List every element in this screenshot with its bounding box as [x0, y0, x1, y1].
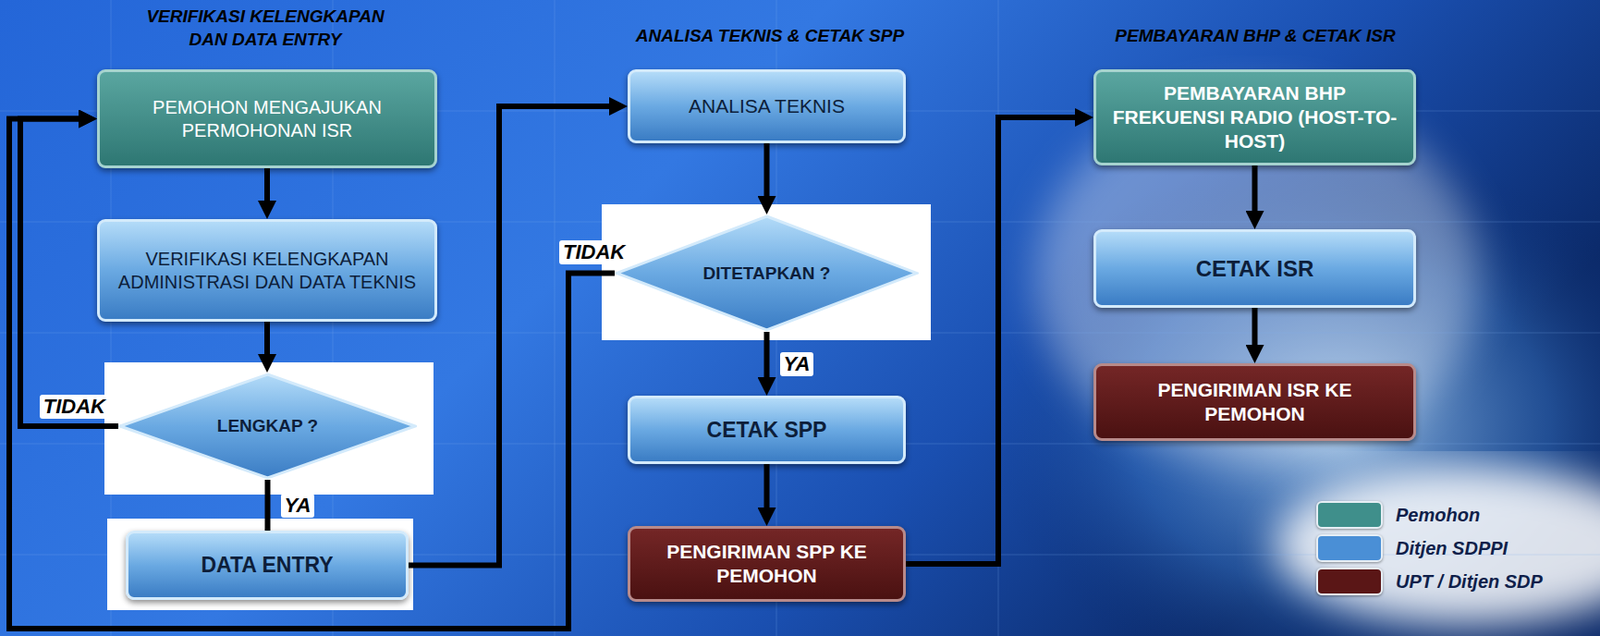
- node-text: CETAK SPP: [707, 416, 828, 444]
- edge-label: YA: [280, 493, 316, 518]
- connector-arrow: [1252, 165, 1259, 221]
- connector-arrow: [764, 143, 770, 207]
- connector-arrow: [408, 106, 620, 566]
- white-patch: [601, 204, 931, 341]
- legend-item: UPT / Ditjen SDP: [1316, 567, 1543, 596]
- connector-arrow: [265, 479, 271, 531]
- process-box: PENGIRIMAN ISR KE PEMOHON: [1093, 363, 1417, 441]
- legend-item: Pemohon: [1316, 500, 1480, 529]
- edge-label: YA: [780, 352, 815, 377]
- node-text: PENGIRIMAN SPP KE PEMOHON: [643, 539, 891, 589]
- process-box: CETAK SPP: [627, 395, 906, 465]
- connector-arrow: [764, 464, 770, 518]
- process-box: DATA ENTRY: [125, 530, 409, 600]
- process-box: PENGIRIMAN SPP KE PEMOHON: [627, 525, 906, 602]
- connector-arrow: [905, 117, 1086, 564]
- legend-swatch: [1316, 500, 1383, 529]
- legend-text: Ditjen SDPPI: [1395, 537, 1508, 560]
- connector-arrow: [9, 119, 615, 630]
- legend-swatch: [1316, 534, 1383, 562]
- process-box: PEMOHON MENGAJUKAN PERMOHONAN ISR: [97, 69, 438, 169]
- legend-text: UPT / Ditjen SDP: [1395, 571, 1543, 593]
- decision-diamond: LENGKAP ?: [118, 372, 417, 480]
- legend-glow: [1275, 466, 1600, 624]
- node-text: DITETAPKAN ?: [703, 262, 831, 285]
- diamond-shape: [616, 216, 917, 330]
- connector-arrow: [264, 168, 270, 211]
- process-box: VERIFIKASI KELENGKAPAN ADMINISTRASI DAN …: [97, 219, 438, 322]
- node-text: CETAK ISR: [1196, 255, 1315, 283]
- connector-arrow: [264, 321, 270, 365]
- section-heading: VERIFIKASI KELENGKAPAN DAN DATA ENTRY: [126, 5, 404, 51]
- edge-label: TIDAK: [39, 394, 110, 419]
- connector-arrow: [764, 331, 770, 388]
- node-text: DATA ENTRY: [200, 551, 333, 579]
- process-box: PEMBAYARAN BHP FREKUENSI RADIO (HOST-TO-…: [1093, 69, 1417, 166]
- node-text: PEMOHON MENGAJUKAN PERMOHONAN ISR: [112, 96, 422, 143]
- decision-diamond: DITETAPKAN ?: [614, 214, 919, 332]
- section-heading: ANALISA TEKNIS & CETAK SPP: [566, 24, 974, 49]
- legend-text: Pemohon: [1395, 504, 1480, 526]
- node-text: LENGKAP ?: [217, 415, 318, 438]
- edge-label: TIDAK: [559, 240, 629, 265]
- diamond-shape: [120, 374, 416, 478]
- section-heading: PEMBAYARAN BHP & CETAK ISR: [1051, 24, 1459, 49]
- legend-swatch: [1316, 567, 1383, 596]
- connector-arrow: [1252, 307, 1259, 355]
- node-text: VERIFIKASI KELENGKAPAN ADMINISTRASI DAN …: [112, 247, 422, 294]
- legend-item: Ditjen SDPPI: [1316, 534, 1508, 562]
- node-text: PENGIRIMAN ISR KE PEMOHON: [1109, 378, 1401, 428]
- process-box: ANALISA TEKNIS: [627, 69, 906, 144]
- node-text: ANALISA TEKNIS: [688, 94, 845, 119]
- white-patch: [104, 362, 434, 495]
- process-box: CETAK ISR: [1093, 229, 1417, 308]
- white-patch: [107, 518, 414, 611]
- node-text: PEMBAYARAN BHP FREKUENSI RADIO (HOST-TO-…: [1109, 81, 1401, 155]
